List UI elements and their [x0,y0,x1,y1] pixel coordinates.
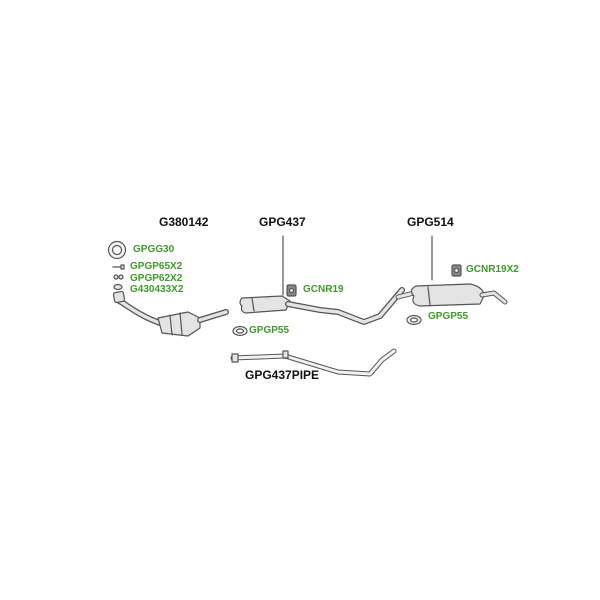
catalyst-label[interactable]: G380142 [159,215,209,229]
gasket-ring-icon[interactable] [107,240,127,260]
bolt-set-icon[interactable] [112,264,125,270]
pipe-part[interactable] [230,348,397,377]
spring-set-icon[interactable] [113,274,124,280]
spring-set-label[interactable]: GPGP62X2 [130,273,183,284]
rear-rubber-label[interactable]: GCNR19X2 [466,264,519,275]
middle-clamp-label[interactable]: GPGP55 [249,325,290,336]
rear-clamp-icon[interactable] [406,314,422,326]
rear-rubber-icon[interactable] [451,264,462,277]
middle-rubber-label[interactable]: GCNR19 [303,284,344,295]
bolt-set-label[interactable]: GPGP65X2 [130,261,183,272]
gasket-ring-label[interactable]: GPGG30 [133,244,175,255]
rear-box-label[interactable]: GPG514 [407,215,454,229]
middle-clamp-icon[interactable] [232,325,248,337]
clamp-set-icon[interactable] [113,283,123,291]
middle-box-label[interactable]: GPG437 [259,215,306,229]
catalyst-part[interactable] [112,290,229,337]
clamp-set-label[interactable]: G430433X2 [130,284,184,295]
pipe-label[interactable]: GPG437PIPE [245,368,320,382]
middle-rubber-icon[interactable] [286,284,297,297]
middle-box-part[interactable] [239,287,405,325]
rear-clamp-label[interactable]: GPGP55 [428,311,469,322]
rear-box-part[interactable] [395,283,508,307]
